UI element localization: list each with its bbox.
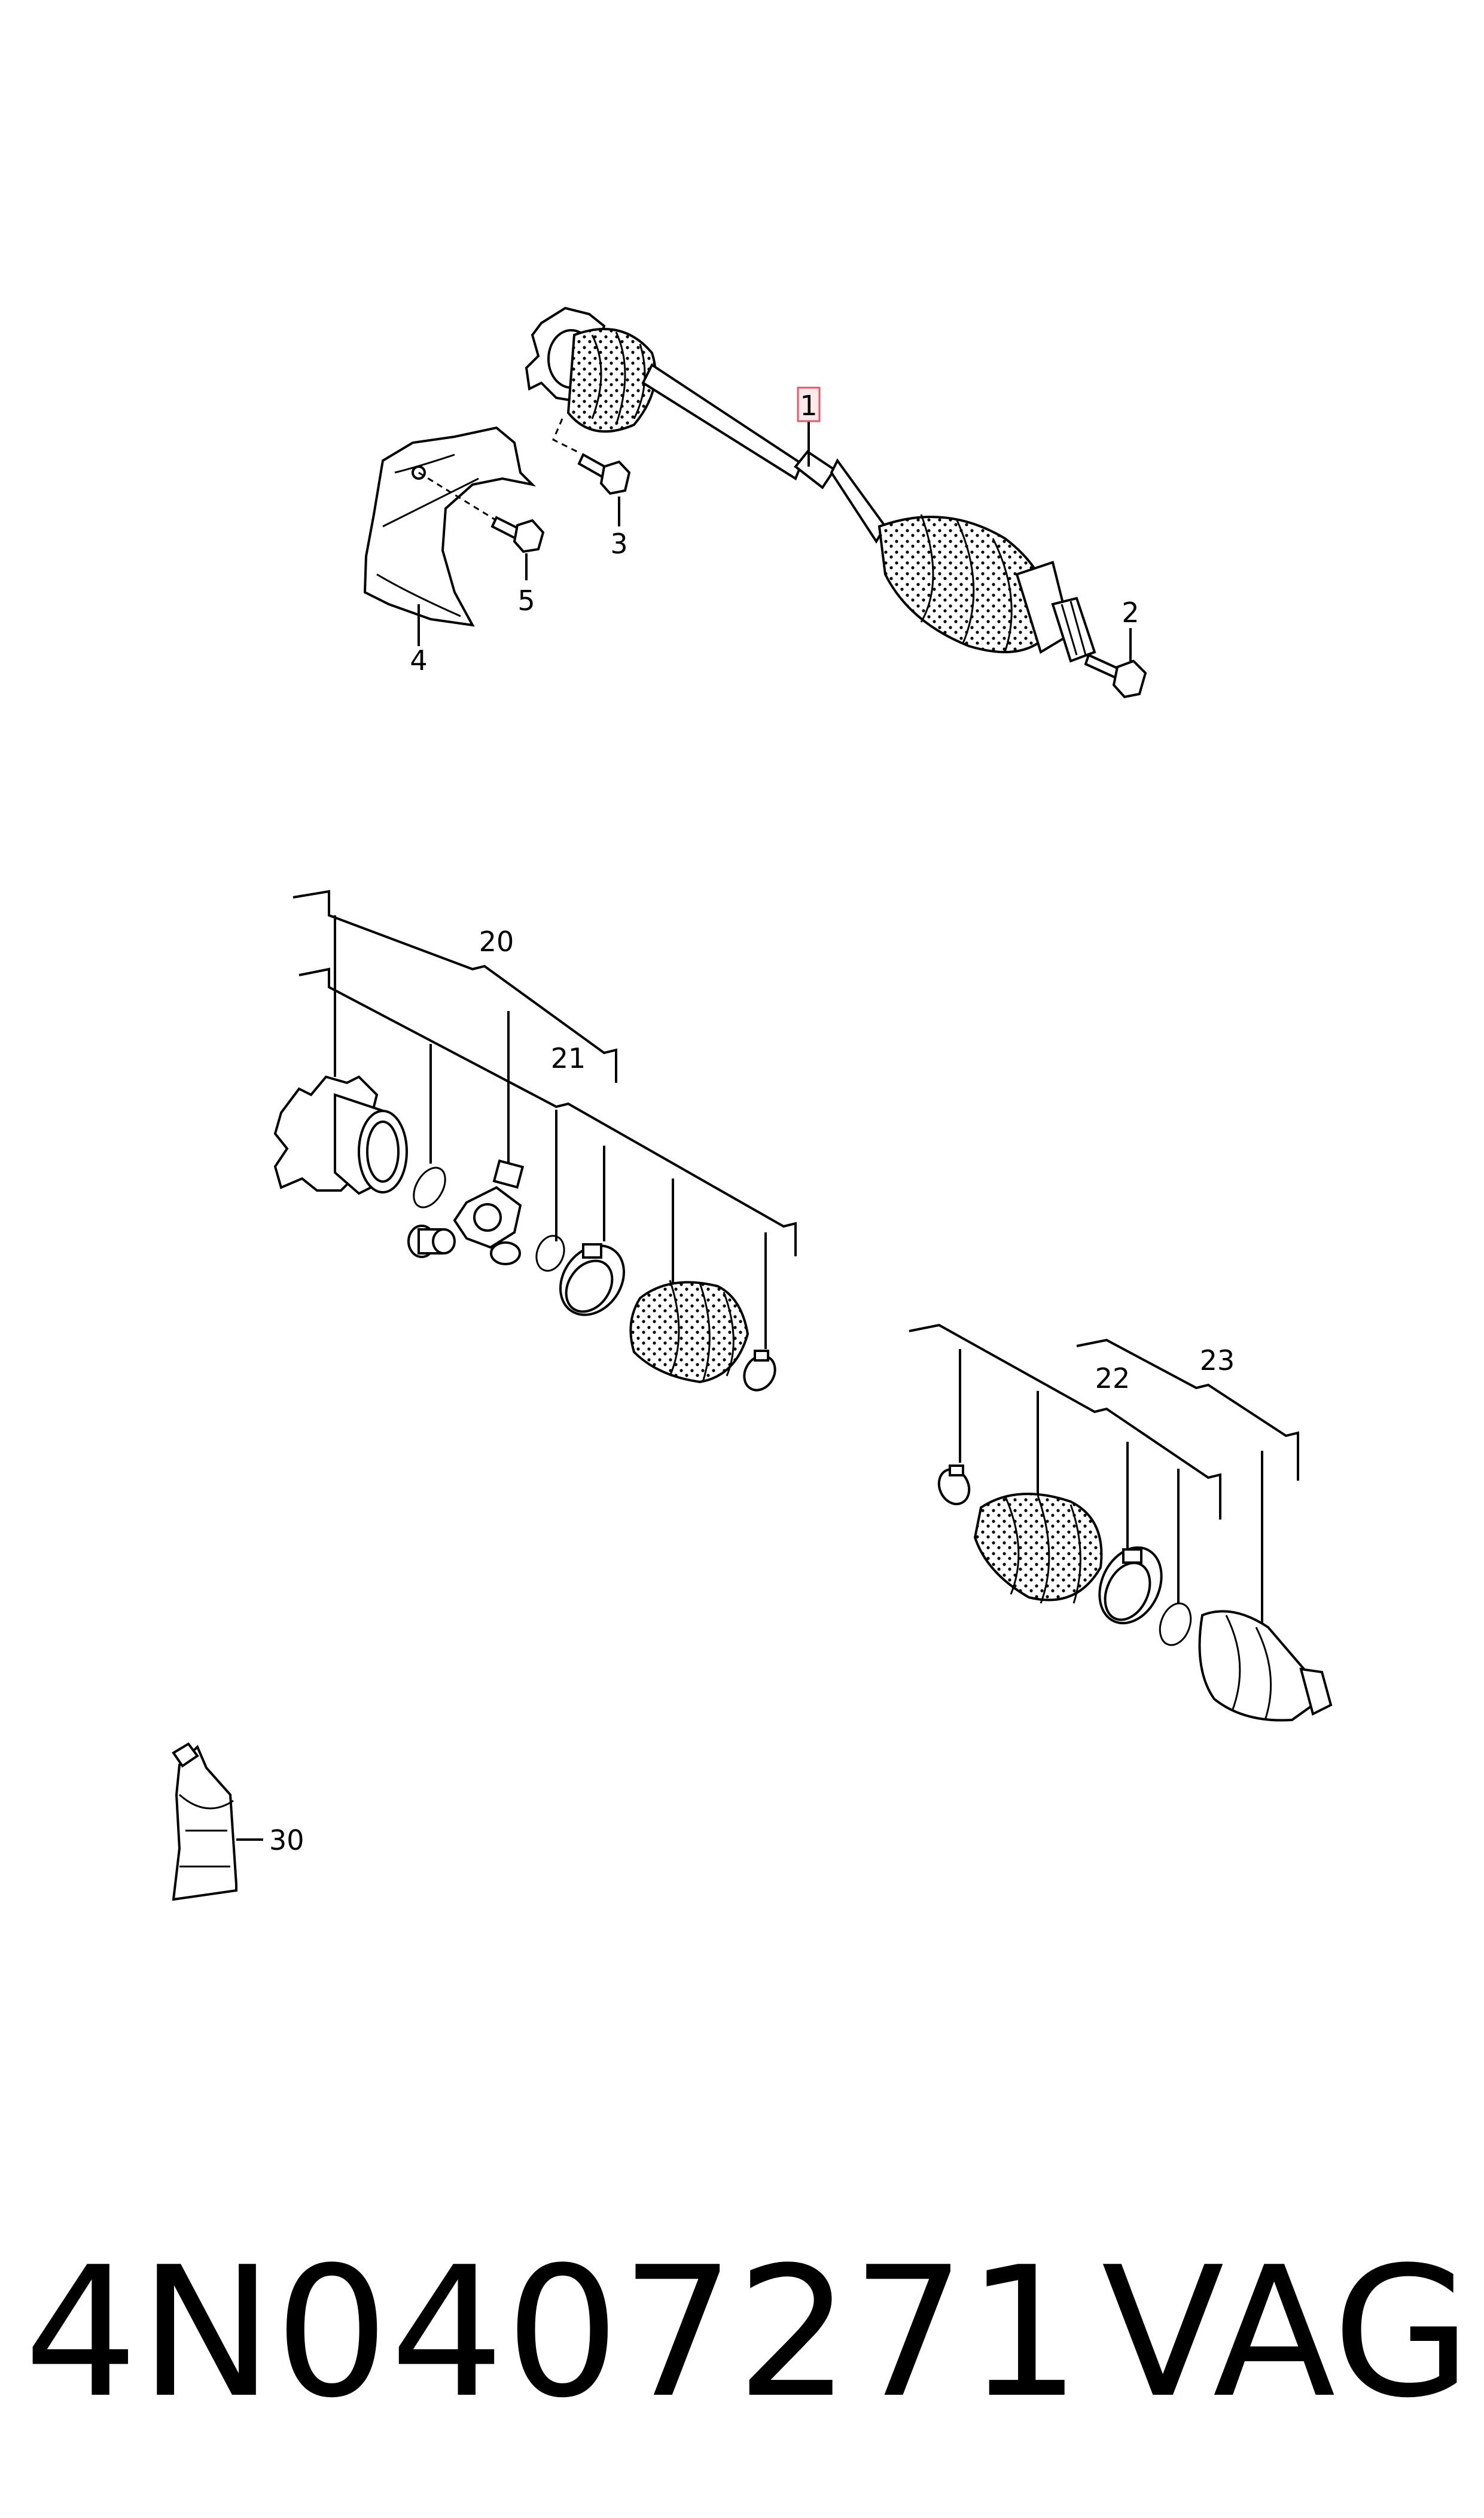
outer-joint-boot [973, 1493, 1103, 1601]
grease-tube-nozzle [172, 1742, 199, 1768]
bolt-3: 3 [552, 418, 631, 560]
clamp-large-outer-latch [1122, 1548, 1142, 1564]
inner-joint-boot [629, 1281, 749, 1384]
callout-23: 23 [1200, 1344, 1235, 1377]
grease-tube [172, 1744, 237, 1901]
bolt-5-head [513, 519, 545, 553]
callout-21: 21 [551, 1042, 586, 1074]
bracket-21 [298, 967, 797, 1256]
grease-tube-30: 30 [172, 1742, 304, 1901]
heat-shield-plate [363, 426, 537, 627]
callout-1-highlight [797, 386, 821, 422]
inner-joint-kit: 20 21 [273, 890, 797, 1392]
tripod-roller-bottom [490, 1241, 521, 1265]
part-number: 4N0407271 [24, 2228, 1083, 2437]
outer-joint-kit: 22 23 [909, 1323, 1333, 1722]
housing-bore [366, 1121, 400, 1183]
callout-3: 3 [610, 528, 627, 560]
outer-joint-spline [1299, 1667, 1333, 1716]
heat-shield-4: 4 [363, 426, 537, 677]
tripod-hub [473, 1203, 502, 1232]
roller-left-face [432, 1228, 456, 1255]
bolt-5: 5 [418, 471, 545, 617]
outer-cv-joint-kit [1198, 1610, 1315, 1722]
clamp-large-latch [582, 1243, 602, 1259]
spline-stub [1051, 596, 1096, 663]
brand-label: VAG [1101, 2228, 1471, 2437]
snap-ring [535, 1235, 565, 1272]
callout-20: 20 [479, 925, 514, 958]
callout-2: 2 [1122, 596, 1139, 629]
tripod-roller-top [492, 1159, 525, 1189]
bolt-3-dash [552, 418, 578, 453]
inner-boot [566, 328, 657, 433]
bolt-3-head [599, 460, 631, 495]
clamp-large-outer-inner [1104, 1561, 1151, 1621]
callout-4: 4 [410, 644, 427, 677]
bolt-5-dash [418, 471, 497, 522]
bracket-22 [909, 1323, 1221, 1520]
callout-5: 5 [517, 584, 535, 617]
drive-shaft-assembly: 1 [525, 306, 1096, 663]
clamp-large-inner [565, 1259, 614, 1313]
callout-1: 1 [800, 389, 817, 422]
circlip [413, 1167, 446, 1208]
bracket-20 [292, 890, 617, 1083]
clamp-small-outer-latch [949, 1464, 964, 1476]
bolt-2: 2 [1084, 596, 1147, 699]
circlip-outer [1159, 1602, 1192, 1646]
callout-30: 30 [269, 1824, 304, 1856]
clamp-small-outer [937, 1467, 971, 1506]
footer: 4N0407271 VAG [24, 2237, 1471, 2429]
clamp-small-latch [754, 1350, 769, 1362]
bolt-2-head [1112, 659, 1147, 699]
callout-22: 22 [1095, 1362, 1130, 1395]
shaft-bar-outer [830, 458, 887, 544]
shaft-damper [794, 450, 836, 489]
bracket-23 [1076, 1338, 1299, 1481]
shaft-bar [641, 363, 803, 480]
